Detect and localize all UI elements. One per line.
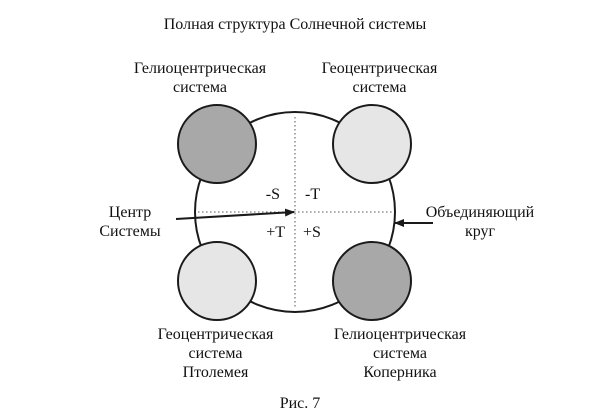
copernicus-heliocentric-circle-bottom-right [332, 241, 412, 321]
label-line: Центр [108, 204, 152, 221]
geocentric-system-circle-top-right [332, 104, 412, 184]
quadrant-label-plus-t: +T [266, 224, 285, 241]
label-unifying-circle: Объединяющий круг [405, 203, 555, 241]
label-line: Коперника [363, 364, 437, 381]
center-system-arrow [175, 208, 295, 220]
label-line: Системы [99, 223, 161, 240]
label-line: Геоцентрическая [157, 326, 274, 343]
quadrant-label-minus-s: -S [266, 186, 280, 203]
quadrant-label-plus-s: +S [303, 224, 321, 241]
ptolemy-geocentric-circle-bottom-left [177, 241, 257, 321]
label-line: система [173, 79, 227, 96]
label-line: система [188, 345, 243, 362]
label-line: Гелиоцентрическая [333, 326, 467, 343]
label-line: круг [464, 223, 496, 240]
label-geocentric-system-top: Геоцентрическая система [292, 59, 467, 97]
label-line: Объединяющий [425, 204, 535, 221]
label-line: Геоцентрическая [321, 60, 438, 77]
quadrant-label-minus-t: -T [305, 186, 320, 203]
label-line: Птолемея [182, 364, 249, 381]
label-line: система [373, 345, 427, 362]
label-heliocentric-system-top: Гелиоцентрическая система [100, 59, 300, 97]
heliocentric-system-circle-top-left [177, 104, 257, 184]
label-line: Гелиоцентрическая [133, 60, 267, 77]
label-copernicus-heliocentric-system: Гелиоцентрическая система Коперника [300, 325, 500, 382]
figure-caption: Рис. 7 [279, 395, 321, 412]
label-center-of-system: Центр Системы [85, 203, 175, 241]
label-ptolemy-geocentric-system: Геоцентрическая система Птолемея [128, 325, 303, 382]
diagram-title: Полная структура Солнечной системы [163, 16, 427, 33]
label-line: система [352, 79, 407, 96]
